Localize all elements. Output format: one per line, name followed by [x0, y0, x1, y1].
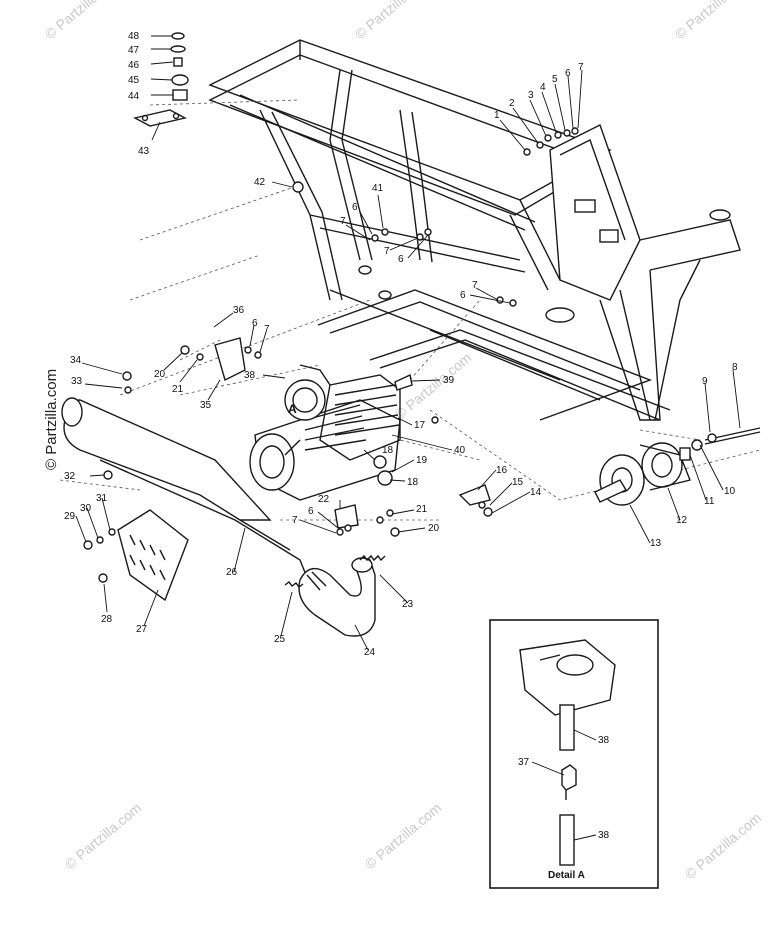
engine [249, 364, 401, 501]
callout-28: 28 [101, 614, 113, 625]
callout-20-left: 20 [154, 369, 166, 380]
callout-6-bracket: 6 [252, 318, 258, 329]
callout-18-lower: 18 [407, 477, 419, 488]
callout-14: 14 [530, 487, 542, 498]
callout-22: 22 [318, 494, 330, 505]
hardware [83, 127, 579, 583]
callout-2: 2 [509, 98, 515, 109]
callout-38-detail-lower: 38 [598, 830, 610, 841]
callout-12: 12 [676, 515, 688, 526]
detail-a-box [489, 619, 659, 889]
callout-48: 48 [128, 31, 140, 42]
callout-6-skid: 6 [460, 290, 466, 301]
callout-13: 13 [650, 538, 662, 549]
callout-7-top: 7 [578, 62, 584, 73]
detail-marker-a: A [288, 402, 297, 416]
watermark-top-center: © Partzilla.com [352, 0, 435, 42]
callout-44: 44 [128, 91, 140, 102]
muffler [61, 397, 311, 586]
callout-6-frame-b: 6 [398, 254, 404, 265]
callout-25: 25 [274, 634, 286, 645]
heat-shield [117, 509, 189, 602]
callout-41: 41 [372, 183, 384, 194]
callout-16: 16 [496, 465, 508, 476]
exhaust-pipe [298, 557, 376, 637]
callout-7-bottom: 7 [292, 515, 298, 526]
callout-10: 10 [724, 486, 736, 497]
detail-a-title: Detail A [548, 870, 585, 881]
watermark-top-right: © Partzilla.com [672, 0, 755, 42]
callout-35: 35 [200, 400, 212, 411]
callout-45: 45 [128, 75, 140, 86]
callout-21-right: 21 [416, 504, 428, 515]
callout-6-frame: 6 [352, 202, 358, 213]
callout-38-carb: 38 [244, 370, 256, 381]
callout-26: 26 [226, 567, 238, 578]
callout-36: 36 [233, 305, 245, 316]
watermark-bottom-left: © Partzilla.com [62, 799, 145, 872]
callout-1: 1 [494, 110, 500, 121]
watermark-bottom-center: © Partzilla.com [362, 799, 445, 872]
callout-29: 29 [64, 511, 76, 522]
callout-46: 46 [128, 60, 140, 71]
callout-34: 34 [70, 355, 82, 366]
callout-43: 43 [138, 146, 150, 157]
callout-7-frame-b: 7 [384, 246, 390, 257]
callout-30: 30 [80, 503, 92, 514]
callout-39: 39 [443, 375, 455, 386]
callout-6-bottom: 6 [308, 506, 314, 517]
callout-5: 5 [552, 74, 558, 85]
callout-6-top: 6 [565, 68, 571, 79]
callout-7-frame: 7 [340, 216, 346, 227]
callout-7-skid: 7 [472, 280, 478, 291]
callout-7-bracket: 7 [264, 324, 270, 335]
watermark-top-left: © Partzilla.com [42, 0, 125, 42]
callout-labels: 48 47 46 45 44 43 42 41 1 2 3 4 5 6 7 6 … [64, 31, 738, 841]
callout-15: 15 [512, 477, 524, 488]
callout-47: 47 [128, 45, 140, 56]
callout-17: 17 [414, 420, 426, 431]
callout-38-detail-upper: 38 [598, 735, 610, 746]
callout-9: 9 [702, 376, 708, 387]
callout-4: 4 [540, 82, 546, 93]
callout-40: 40 [454, 445, 466, 456]
springs [284, 554, 386, 588]
callout-31: 31 [96, 493, 108, 504]
callout-8: 8 [732, 362, 738, 373]
rear-hub [594, 427, 761, 506]
callout-27: 27 [136, 624, 148, 635]
watermark-side: © Partzilla.com [43, 369, 60, 470]
callout-3: 3 [528, 90, 534, 101]
watermark-bottom-right: © Partzilla.com [682, 809, 765, 882]
callout-23: 23 [402, 599, 414, 610]
callout-20-right: 20 [428, 523, 440, 534]
callout-37: 37 [518, 757, 530, 768]
callout-24: 24 [364, 647, 376, 658]
callout-18-upper: 18 [382, 445, 394, 456]
callout-33: 33 [71, 376, 83, 387]
callout-21-left: 21 [172, 384, 184, 395]
assembly-guides [59, 99, 761, 561]
callout-19: 19 [416, 455, 428, 466]
callout-42: 42 [254, 177, 266, 188]
callout-11: 11 [704, 496, 715, 507]
chassis-frame [208, 39, 741, 421]
callout-32: 32 [64, 471, 76, 482]
leader-lines [75, 35, 741, 841]
